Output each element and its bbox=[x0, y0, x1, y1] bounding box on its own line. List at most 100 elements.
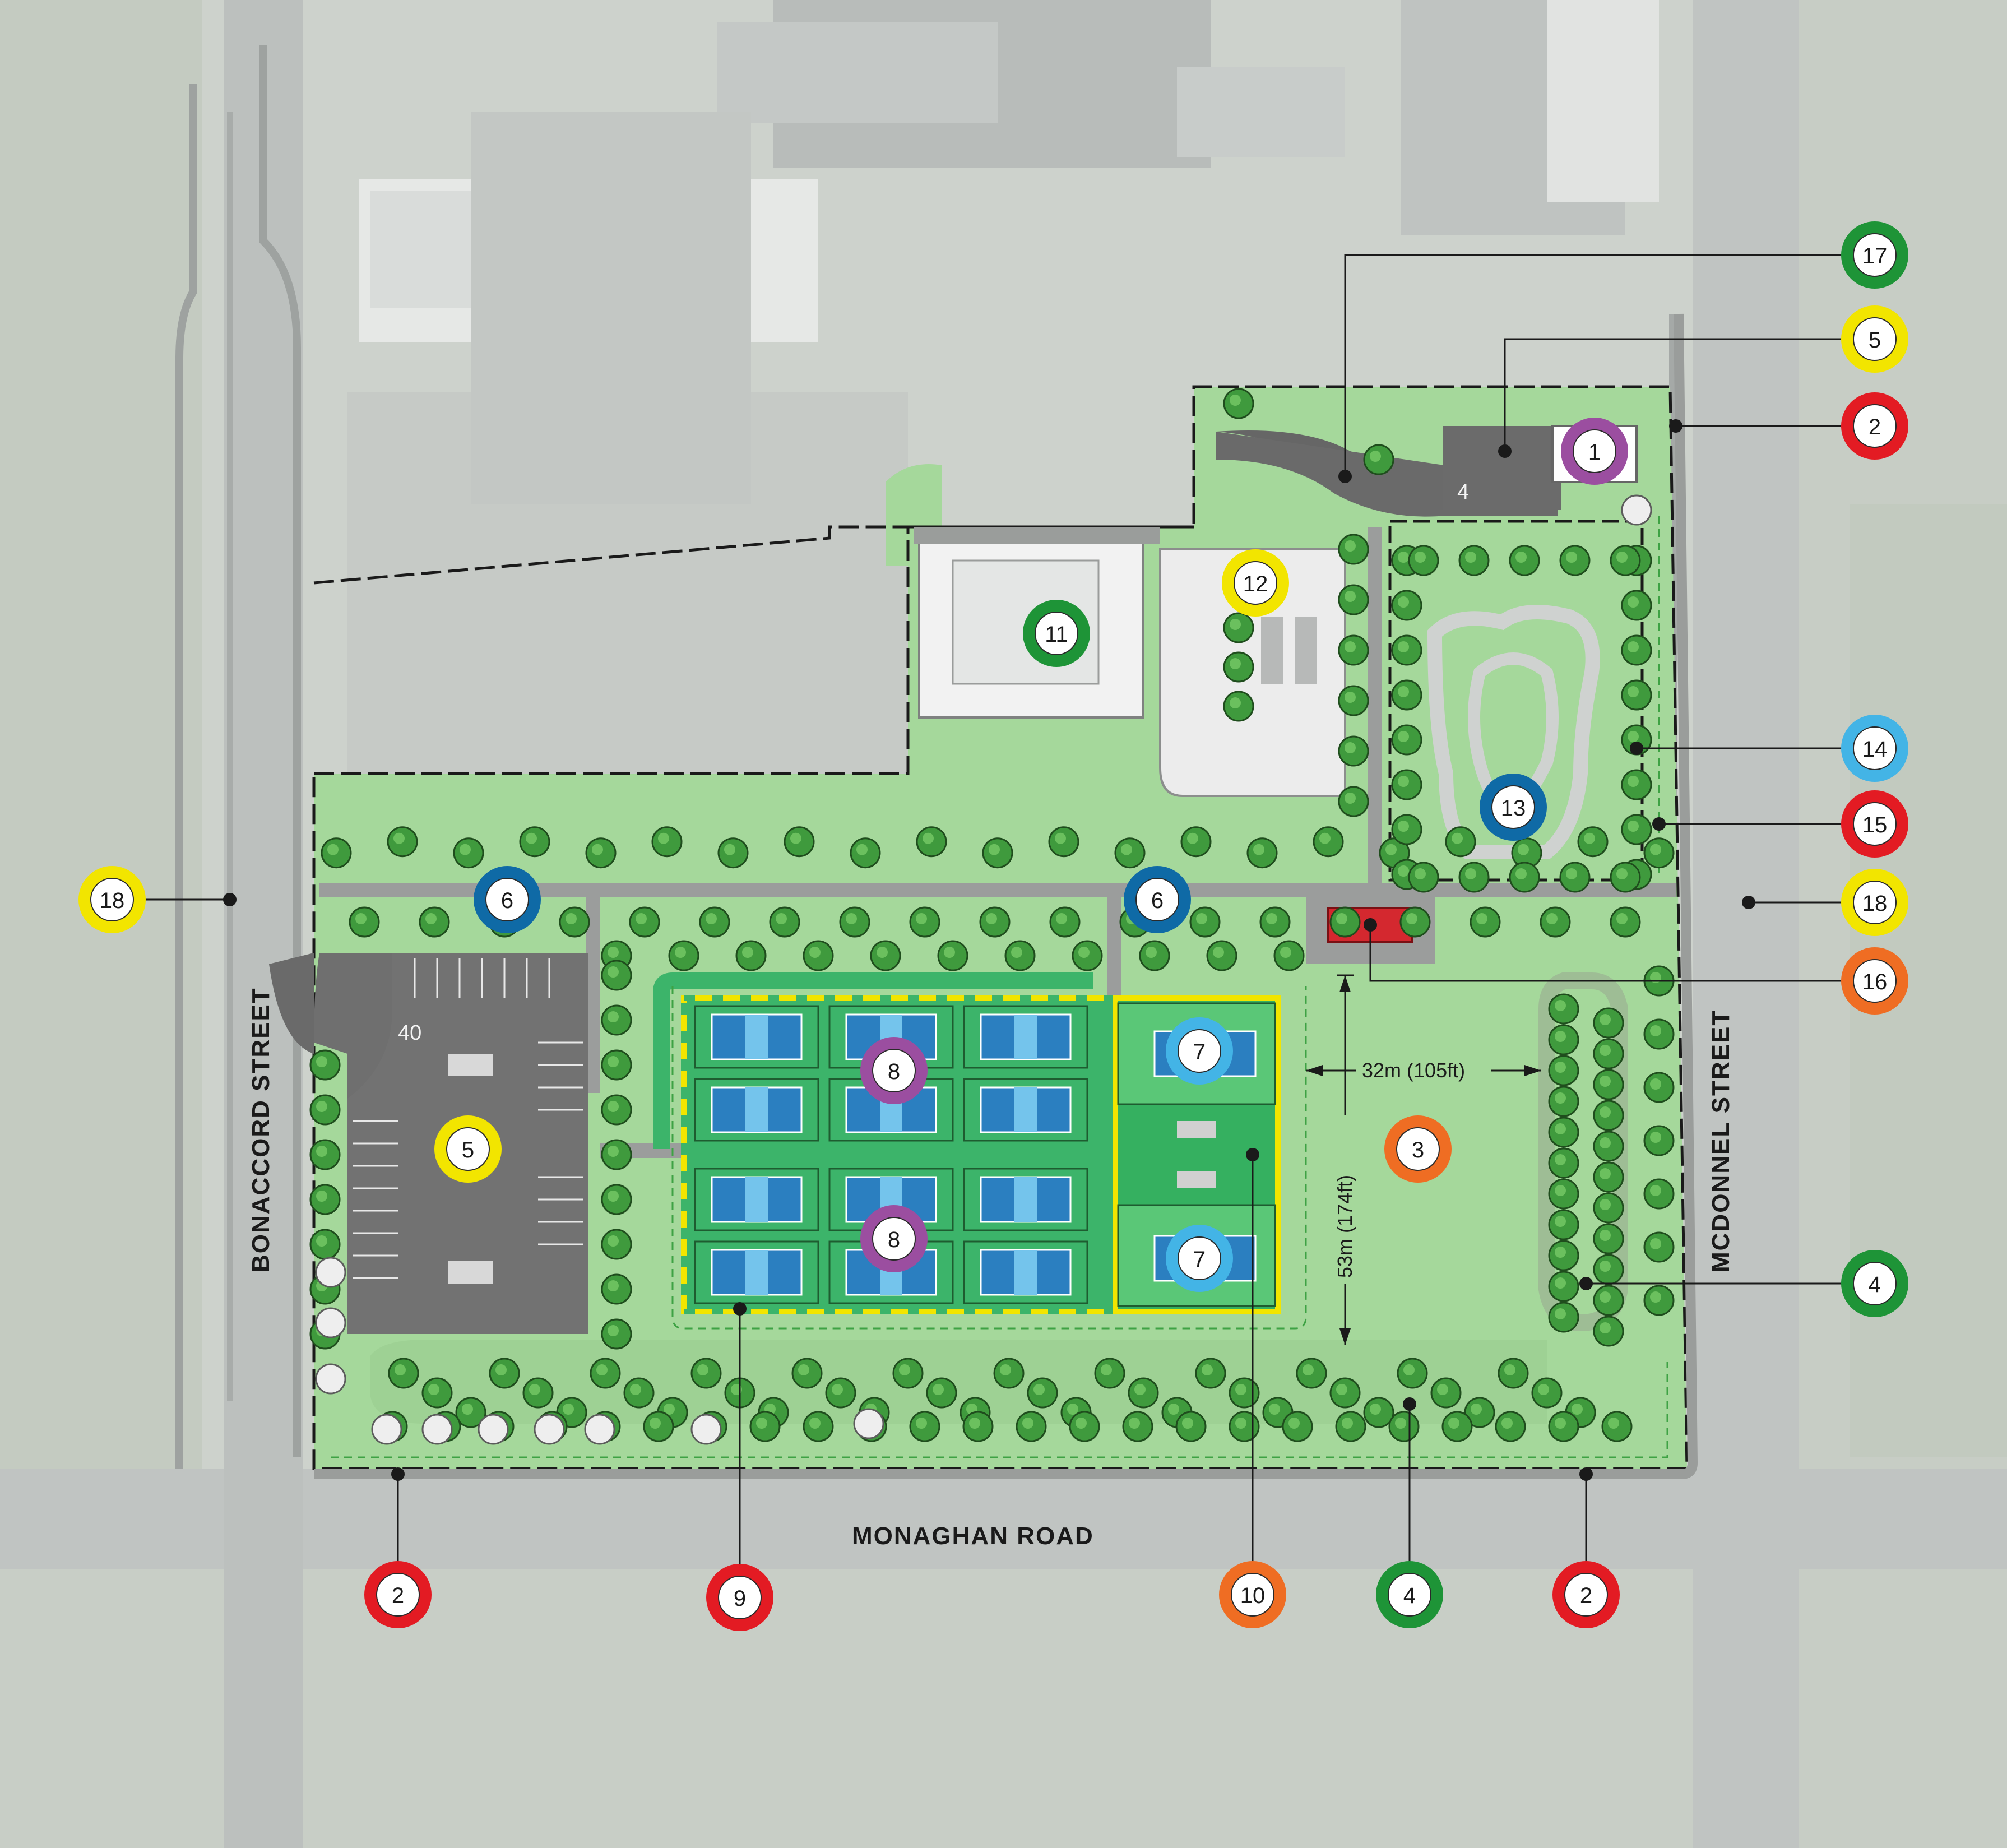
pickleball-court bbox=[963, 1240, 1088, 1304]
tree bbox=[1139, 940, 1170, 971]
tree bbox=[585, 837, 617, 869]
tree bbox=[1391, 679, 1422, 711]
marker-2: 2 bbox=[1552, 1561, 1620, 1628]
pickleball-court bbox=[694, 1240, 819, 1304]
pickleball-court bbox=[963, 1005, 1088, 1069]
tree bbox=[1391, 769, 1422, 800]
tree bbox=[1548, 1271, 1579, 1302]
marker-number: 6 bbox=[1151, 888, 1164, 913]
existing-tree bbox=[315, 1307, 346, 1338]
tree bbox=[1548, 1302, 1579, 1333]
existing-tree bbox=[1621, 494, 1652, 526]
tree bbox=[1259, 906, 1291, 938]
marker-14: 14 bbox=[1841, 715, 1908, 782]
tree bbox=[784, 826, 815, 858]
tree bbox=[601, 1184, 632, 1215]
existing-tree bbox=[315, 1363, 346, 1395]
tree bbox=[1593, 1069, 1624, 1100]
tree bbox=[1621, 634, 1652, 666]
marker-number: 7 bbox=[1193, 1247, 1206, 1272]
tree bbox=[1430, 1377, 1462, 1409]
existing-tree bbox=[421, 1414, 453, 1445]
tree bbox=[1643, 1018, 1675, 1050]
tree bbox=[1016, 1411, 1047, 1442]
tree bbox=[643, 1411, 674, 1442]
tree bbox=[1610, 862, 1641, 893]
tree bbox=[1548, 993, 1579, 1025]
marker-10: 10 bbox=[1219, 1561, 1286, 1628]
existing-tree bbox=[690, 1414, 722, 1445]
tree bbox=[1397, 1358, 1428, 1389]
marker-2: 2 bbox=[1841, 392, 1908, 460]
marker-number: 11 bbox=[1045, 622, 1068, 647]
tree bbox=[735, 940, 767, 971]
tree bbox=[791, 1358, 823, 1389]
tree bbox=[419, 906, 450, 938]
marker-number: 1 bbox=[1588, 440, 1601, 465]
tree bbox=[1643, 1285, 1675, 1316]
tree bbox=[1335, 1411, 1366, 1442]
marker-1: 1 bbox=[1561, 418, 1628, 485]
tree bbox=[1498, 1358, 1529, 1389]
tree bbox=[1329, 906, 1361, 938]
pickleball-court bbox=[694, 1005, 819, 1069]
leader-lines bbox=[112, 254, 1875, 1592]
tree bbox=[962, 1411, 994, 1442]
tree bbox=[803, 1411, 834, 1442]
tree bbox=[1593, 1131, 1624, 1162]
existing-tree bbox=[853, 1408, 884, 1439]
tree bbox=[455, 1397, 486, 1428]
tree bbox=[623, 1377, 655, 1409]
marker-number: 12 bbox=[1243, 572, 1268, 596]
tree bbox=[388, 1358, 419, 1389]
tree bbox=[870, 940, 901, 971]
marker-number: 3 bbox=[1412, 1138, 1424, 1162]
tree bbox=[979, 906, 1011, 938]
tree bbox=[993, 1358, 1025, 1389]
tree bbox=[1548, 1024, 1579, 1055]
tree bbox=[749, 1411, 781, 1442]
tree bbox=[1223, 651, 1254, 683]
pickleball-court bbox=[694, 1168, 819, 1231]
dimension-width: 32m (105ft) bbox=[1362, 1059, 1465, 1082]
tree bbox=[1593, 1007, 1624, 1039]
tree bbox=[387, 826, 418, 858]
tree bbox=[1470, 906, 1501, 938]
tree bbox=[1094, 1358, 1125, 1389]
tree bbox=[1408, 862, 1439, 893]
tree bbox=[1593, 1100, 1624, 1131]
tree bbox=[629, 906, 660, 938]
marker-7: 7 bbox=[1166, 1017, 1233, 1085]
marker-number: 17 bbox=[1862, 244, 1888, 268]
marker-number: 16 bbox=[1862, 970, 1888, 994]
tree bbox=[1338, 786, 1369, 817]
tree bbox=[1338, 685, 1369, 716]
tree bbox=[1282, 1411, 1313, 1442]
tree bbox=[309, 1229, 341, 1260]
tree bbox=[601, 1273, 632, 1305]
tree bbox=[522, 1377, 554, 1409]
tree bbox=[1464, 1397, 1495, 1428]
tree bbox=[1593, 1038, 1624, 1069]
tree bbox=[519, 826, 550, 858]
tree bbox=[1391, 590, 1422, 621]
tree bbox=[1548, 1055, 1579, 1086]
tree bbox=[601, 1139, 632, 1170]
marker-number: 14 bbox=[1862, 737, 1888, 762]
tree bbox=[909, 906, 940, 938]
existing-tree bbox=[371, 1414, 402, 1445]
tree bbox=[1229, 1377, 1260, 1409]
tree bbox=[1408, 545, 1439, 576]
marker-number: 4 bbox=[1869, 1272, 1881, 1297]
tree bbox=[803, 940, 834, 971]
tree bbox=[1273, 940, 1305, 971]
tree bbox=[1601, 1411, 1633, 1442]
tree bbox=[850, 837, 881, 869]
tree bbox=[1128, 1377, 1159, 1409]
tree bbox=[1049, 906, 1081, 938]
marker-11: 11 bbox=[1023, 600, 1090, 667]
marker-9: 9 bbox=[706, 1564, 773, 1631]
street-label-south: MONAGHAN ROAD bbox=[852, 1522, 1094, 1550]
tree bbox=[1610, 545, 1641, 576]
tree bbox=[590, 1358, 621, 1389]
